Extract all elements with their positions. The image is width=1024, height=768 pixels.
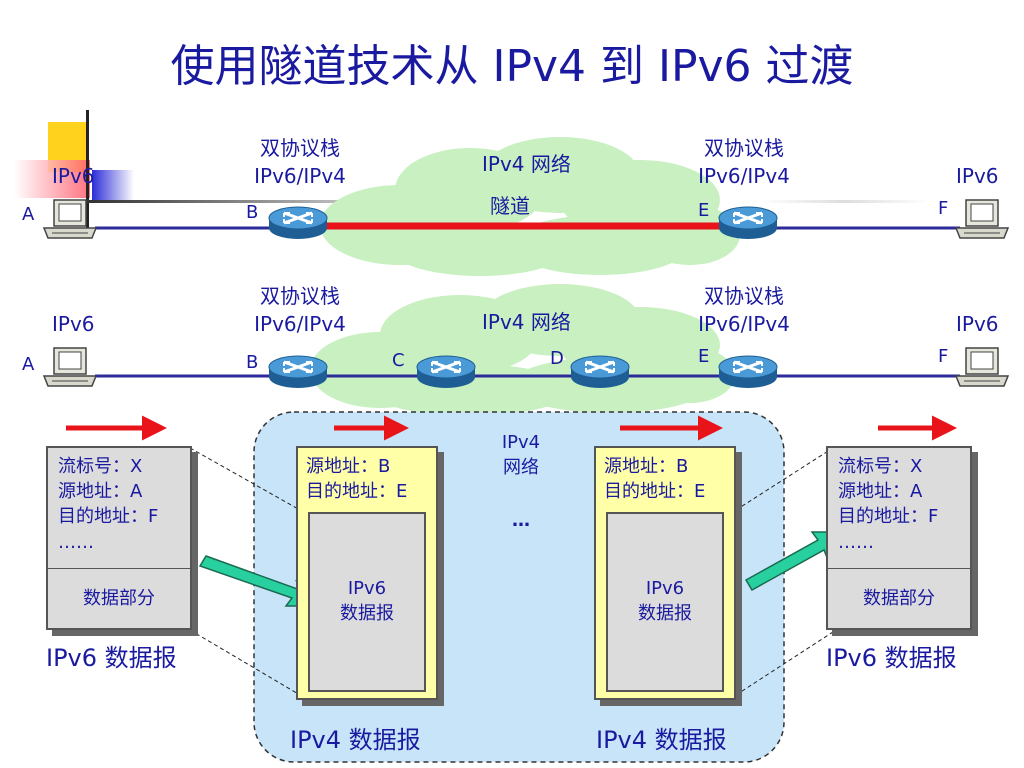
ipv6-packet-right-caption: IPv6 数据报 <box>826 644 957 672</box>
packet-line: 源地址：A <box>58 481 143 503</box>
decor-vertical-line <box>86 110 89 230</box>
host-a-top-type: IPv6 <box>52 164 95 188</box>
host-f-top-type: IPv6 <box>956 164 999 188</box>
packet-line: 源地址：B <box>306 456 391 477</box>
router-icon-b-top <box>267 205 329 241</box>
router-icon-b-bottom <box>267 354 329 390</box>
packet-line: 目的地址：E <box>604 481 706 503</box>
host-a-bottom-type: IPv6 <box>52 312 95 336</box>
middle-network-label: IPv4 网络 <box>486 430 556 480</box>
ipv4-packet-right: 源地址：B 目的地址：E IPv6 数据报 <box>594 446 736 700</box>
inner-ipv6-datagram: IPv6 数据报 <box>308 512 426 692</box>
router-icon-c <box>415 354 477 390</box>
router-icon-d <box>569 354 631 390</box>
middle-ellipsis: … <box>512 510 530 531</box>
ipv4-packet-left: 源地址：B 目的地址：E IPv6 数据报 <box>296 446 438 700</box>
router-d-label: D <box>550 348 564 369</box>
inner-line: 数据报 <box>638 603 692 625</box>
network-top-label: IPv4 网络 <box>482 152 571 176</box>
page-title: 使用隧道技术从 IPv4 到 IPv6 过渡 <box>170 41 854 92</box>
router-b-bottom-proto: IPv6/IPv4 <box>254 312 346 336</box>
inner-ipv6-datagram: IPv6 数据报 <box>606 512 724 692</box>
router-b-top-proto: IPv6/IPv4 <box>254 164 346 188</box>
tunnel-label: 隧道 <box>490 194 530 218</box>
packet-data-part: 数据部分 <box>863 588 935 609</box>
network-bottom-label: IPv4 网络 <box>482 310 571 334</box>
host-f-bottom-label: F <box>938 346 949 367</box>
host-f-top-label: F <box>938 198 949 219</box>
packet-data-part: 数据部分 <box>83 588 155 609</box>
computer-icon-a-top <box>43 199 97 239</box>
computer-icon-f-top <box>955 199 1009 239</box>
ipv6-packet-right: 流标号：X 源地址：A 目的地址：F …… 数据部分 <box>826 446 972 630</box>
inner-line: 数据报 <box>340 603 394 625</box>
router-e-bottom-label: E <box>698 346 710 367</box>
computer-icon-f-bottom <box>955 347 1009 387</box>
router-e-top-stack: 双协议栈 <box>704 136 784 160</box>
packet-line: …… <box>838 531 874 553</box>
router-icon-e-bottom <box>717 354 779 390</box>
router-e-bottom-proto: IPv6/IPv4 <box>698 312 790 336</box>
inner-line: IPv6 <box>645 578 685 599</box>
packet-line: 流标号：X <box>838 456 923 477</box>
host-a-top-label: A <box>22 204 35 225</box>
middle-line: 网络 <box>503 457 539 479</box>
middle-line: IPv4 <box>501 432 541 453</box>
router-e-top-proto: IPv6/IPv4 <box>698 164 790 188</box>
decor-red-square <box>14 160 90 198</box>
router-e-bottom-stack: 双协议栈 <box>704 284 784 308</box>
host-f-bottom-type: IPv6 <box>956 312 999 336</box>
decor-blue-square <box>92 170 134 200</box>
ipv4-cloud-top <box>320 137 740 276</box>
ipv4-packet-left-caption: IPv4 数据报 <box>290 726 421 754</box>
router-icon-e-top <box>717 205 779 241</box>
inner-line: IPv6 <box>347 578 387 599</box>
router-b-bottom-stack: 双协议栈 <box>260 284 340 308</box>
decor-horizontal-line <box>60 200 460 203</box>
packet-line: 目的地址：F <box>838 506 939 528</box>
decor-horizontal-line-right <box>760 200 930 203</box>
ipv6-packet-left: 流标号：X 源地址：A 目的地址：F …… 数据部分 <box>46 446 192 630</box>
packet-line: 目的地址：E <box>306 481 408 503</box>
router-b-top-stack: 双协议栈 <box>260 136 340 160</box>
packet-line: 源地址：B <box>604 456 689 477</box>
packet-line: 源地址：A <box>838 481 923 503</box>
router-c-label: C <box>392 350 405 371</box>
ipv4-packet-right-caption: IPv4 数据报 <box>596 726 727 754</box>
router-b-bottom-label: B <box>246 352 259 373</box>
packet-line: …… <box>58 531 94 553</box>
ipv4-cloud-bottom <box>310 284 735 416</box>
router-e-top-label: E <box>698 200 710 221</box>
packet-line: 目的地址：F <box>58 506 159 528</box>
computer-icon-a-bottom <box>43 347 97 387</box>
host-a-bottom-label: A <box>22 354 35 375</box>
ipv6-packet-left-caption: IPv6 数据报 <box>46 644 177 672</box>
packet-line: 流标号：X <box>58 456 143 477</box>
router-b-top-label: B <box>246 202 259 223</box>
